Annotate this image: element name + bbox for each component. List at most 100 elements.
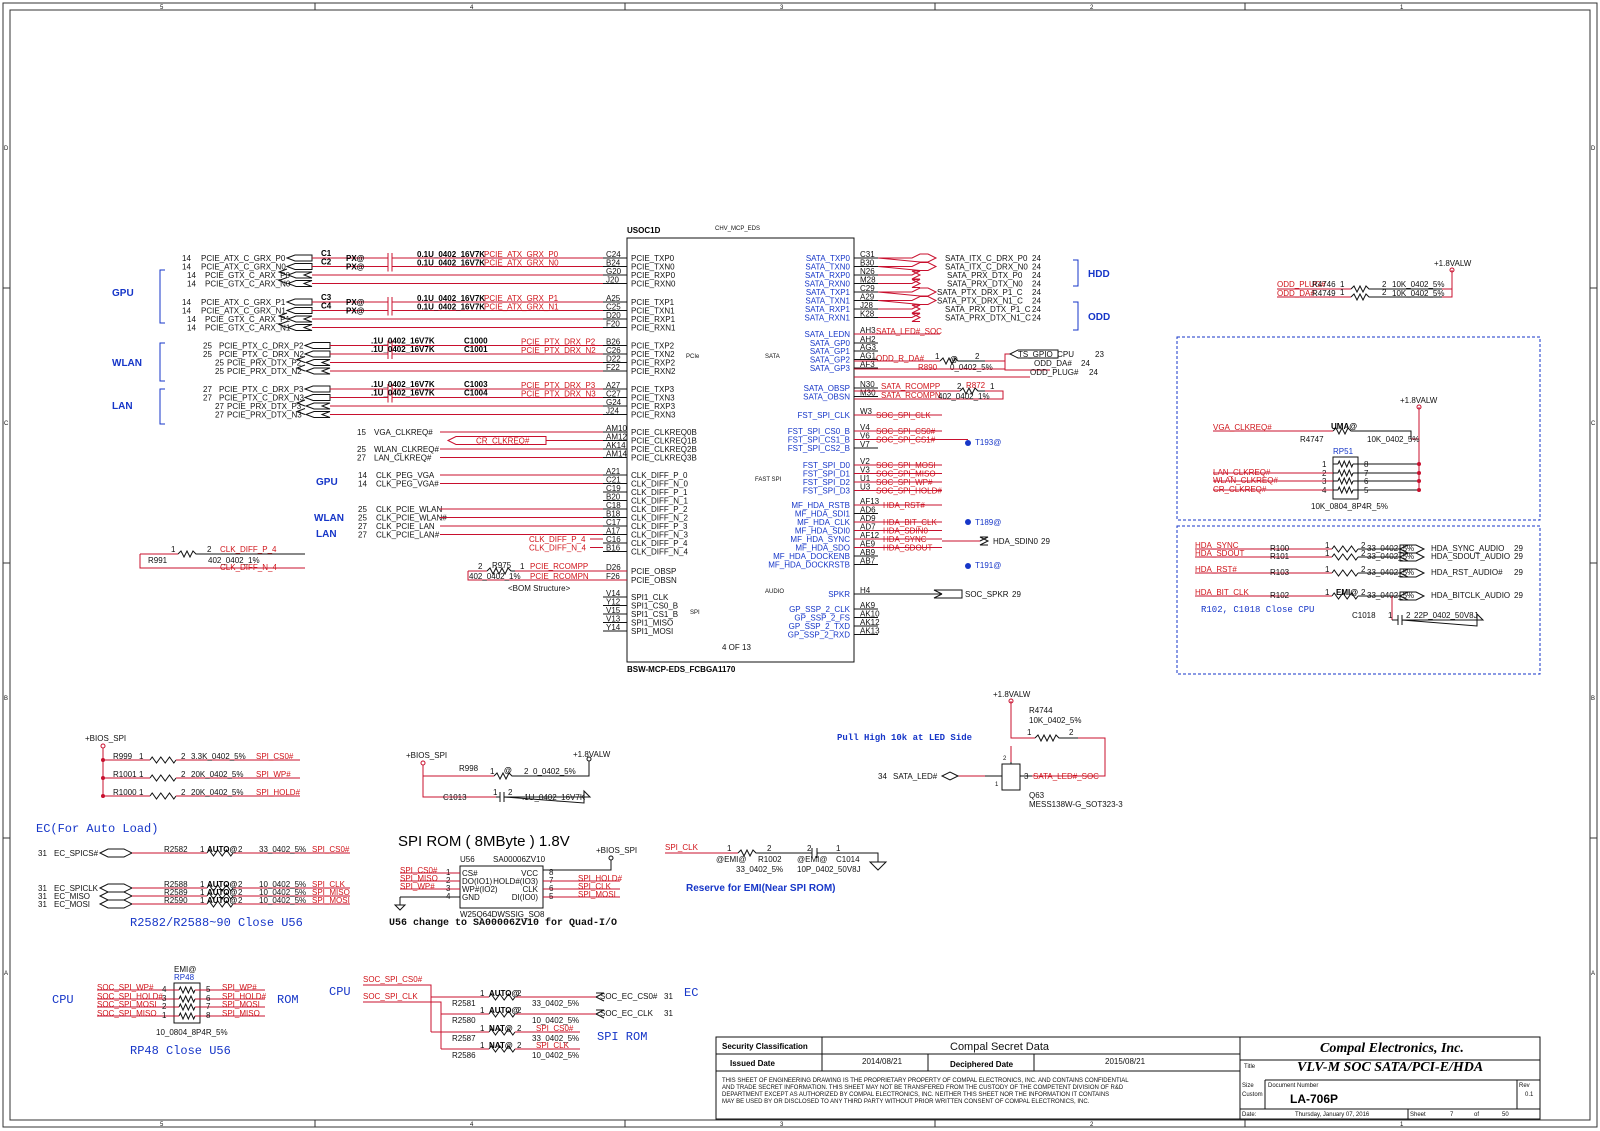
soc-ball-h4: H4: [860, 586, 871, 595]
soc-pin-clk_diff_p_4: CLK_DIFF_P_4: [631, 539, 688, 548]
bios-pu-pin2: 2: [181, 770, 186, 779]
ec-page: 31: [38, 884, 47, 893]
soc-ball-ad7: AD7: [860, 523, 876, 532]
soc-pin-fst_spi_d2: FST_SPI_D2: [803, 478, 851, 487]
led-rail: +1.8VALW: [993, 690, 1031, 699]
sata-wire: [878, 279, 922, 288]
r975-val: 402_0402_1%: [469, 572, 521, 581]
hda-series-pin1: 1: [1325, 588, 1330, 597]
r4746-pin2: 2: [1382, 280, 1387, 289]
soc-net-pcie_ptx_drx_n3: PCIE_PTX_DRX_N3: [521, 390, 596, 399]
rp48-in-soc_spi_mosi: SOC_SPI_MOSI: [97, 1000, 157, 1009]
hda-series-resistor: [1331, 592, 1359, 600]
rp48-in-soc_spi_hold#: SOC_SPI_HOLD#: [97, 992, 163, 1001]
sata-net-page: 24: [1032, 288, 1041, 297]
csclk-out-spi_cs0#: SPI_CS0#: [536, 1024, 574, 1033]
hda-series-port: [1399, 552, 1426, 562]
csclk-resistor: [488, 1010, 516, 1018]
c1014-val: 10P_0402_50V8J: [797, 865, 861, 874]
csclk-rom: SPI ROM: [597, 1030, 647, 1044]
soc-ball-v4: V4: [860, 423, 870, 432]
u56-pin-fn: WP#(IO2): [462, 885, 498, 894]
soc-ball-v15: V15: [606, 606, 621, 615]
left-net-page: 14: [182, 307, 191, 316]
ec-pin1: 1: [200, 845, 205, 854]
soc-pin-fst_spi_cs1_b: FST_SPI_CS1_B: [788, 436, 850, 445]
hda-series-val: 33_0402_5%: [1367, 568, 1414, 577]
rp48-in-soc_spi_wp#: SOC_SPI_WP#: [97, 983, 154, 992]
led-rail-wire: [1010, 701, 1106, 777]
soc-ball-af3: AF3: [860, 360, 875, 369]
ec-pin1: 1: [200, 888, 205, 897]
soc-ball-ak13: AK13: [860, 627, 880, 636]
soc-pin-pcie_clkreq0b: PCIE_CLKREQ0B: [631, 428, 697, 437]
soc-ball-b20: B20: [606, 493, 621, 502]
zone-top-2: 2: [1090, 5, 1094, 11]
soc-ball-c17: C17: [606, 518, 621, 527]
clkreq-pullup: +1.8VALW VGA_CLKREQ# R4747 UMA@ 10K_0402…: [1213, 396, 1438, 511]
sata-net-page: 24: [1032, 254, 1041, 263]
soc-pin-mf_hda_sdi1: MF_HDA_SDI1: [795, 510, 851, 519]
u56-pin-fn: DO(IO1): [462, 877, 493, 886]
csclk-val: 10_0402_5%: [532, 1016, 579, 1025]
bios-cap-rail-out: +1.8VALW: [573, 750, 611, 759]
left-net-page: 25: [215, 359, 224, 368]
bios-rail-node: [100, 743, 106, 749]
u56-net-spi_cs0#: SPI_CS0#: [400, 866, 438, 875]
soc-ball-c21: C21: [606, 476, 621, 485]
ec-pin2: 2: [238, 845, 243, 854]
r890-pin1: 1: [935, 352, 940, 361]
cap-val: 0.1U_0402_16V7K: [417, 250, 485, 259]
clk-page: 14: [358, 480, 367, 489]
soc-pin-spi1_cs1_b: SPI1_CS1_B: [631, 610, 678, 619]
r4749-pin2: 2: [1382, 288, 1387, 297]
zone-right-C: C: [1591, 421, 1596, 427]
inner-border: [9, 9, 1591, 1121]
zone-right-D: D: [1591, 146, 1596, 152]
group-lan-clk: LAN: [316, 529, 337, 540]
csclk-pin1: 1: [480, 1006, 485, 1015]
rp48-pin-l: 2: [162, 1002, 167, 1011]
zone-bottom-2: 2: [1090, 1122, 1094, 1128]
hda-cap-note: R102, C1018 Close CPU: [1201, 605, 1314, 615]
sata-wire: [878, 270, 922, 280]
soc-pin-pcie_txn1: PCIE_TXN1: [631, 307, 675, 316]
port-in: [304, 367, 331, 375]
soc-ball-c25: C25: [606, 303, 621, 312]
clkreq-vga_clkreq#: VGA_CLKREQ#: [374, 428, 433, 437]
lan-bracket: [159, 388, 165, 425]
cap-ref: C4: [321, 302, 332, 311]
rp48-pin-l: 4: [162, 985, 167, 994]
left-net-page: 27: [215, 402, 224, 411]
vga-clkreq-pu-net: VGA_CLKREQ#: [1213, 423, 1272, 432]
q63-pin-g: 1: [995, 782, 999, 788]
rp51-node: [1417, 462, 1421, 466]
cap-ref: C3: [321, 293, 332, 302]
soc-ball-d20: D20: [606, 311, 621, 320]
sata-net-page: 24: [1032, 280, 1041, 289]
port-in: [304, 402, 331, 410]
sata-wire: [877, 262, 938, 271]
rp51-ref: RP51: [1333, 447, 1354, 456]
soc-pin-pcie_obsn: PCIE_OBSN: [631, 576, 677, 585]
soc-pin-pcie_rxn2: PCIE_RXN2: [631, 367, 676, 376]
ec-val: 10_0402_5%: [259, 880, 306, 889]
r890-val: 0_0402_5%: [950, 363, 993, 372]
spkr-page: 29: [1012, 590, 1021, 599]
soc-ball-u3: U3: [860, 483, 871, 492]
odd-plug-net: ODD_PLUG#: [1030, 368, 1079, 377]
r998-ref: R998: [459, 764, 479, 773]
clkreq-rail-wire: [1411, 407, 1420, 492]
soc-ball-ah3: AH3: [860, 326, 876, 335]
r998-pin2: 2: [524, 767, 529, 776]
c1013-pin2: 2: [508, 788, 513, 797]
soc-ball-a29: A29: [860, 293, 875, 302]
c1018-pin2: 2: [1406, 611, 1411, 620]
csclk-page: 31: [664, 1009, 673, 1018]
cap-opt: PX@: [346, 263, 365, 272]
soc-pin-mf_hda_sync: MF_HDA_SYNC: [790, 535, 850, 544]
emi-parts: [737, 848, 879, 862]
zone-bottom-3: 3: [780, 1122, 784, 1128]
soc-net-pcie_atx_grx_p1: PCIE_ATX_GRX_P1: [484, 294, 559, 303]
tb-disclaimer-3: DEPARTMENT EXCEPT AS AUTHORIZED BY COMPA…: [722, 1092, 1109, 1098]
